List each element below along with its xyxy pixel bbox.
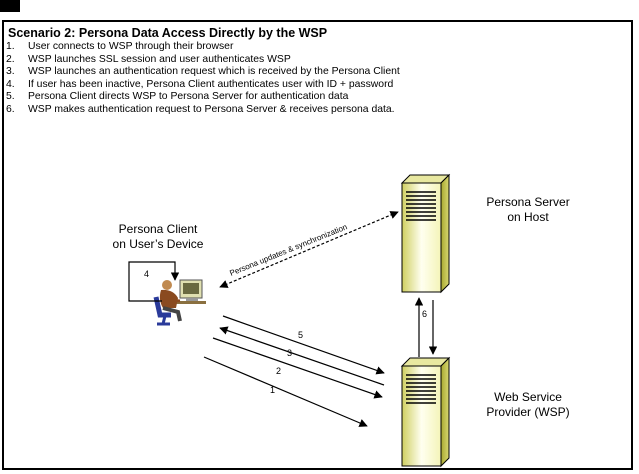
edge-sync — [219, 211, 399, 288]
page-title: Scenario 2: Persona Data Access Directly… — [8, 26, 328, 40]
edge-5 — [222, 315, 385, 375]
steps-list: 1.User connects to WSP through their bro… — [6, 41, 400, 117]
list-item: 3.WSP launches an authentication request… — [6, 66, 400, 78]
wsp-label: Web Service Provider (WSP) — [486, 390, 570, 419]
edge-5-label: 5 — [298, 330, 303, 340]
edge-3-label: 3 — [287, 348, 292, 358]
edge-6-label: 6 — [422, 309, 427, 319]
edge-4-label: 4 — [144, 269, 149, 279]
edge-1 — [203, 356, 368, 427]
edge-2-label: 2 — [276, 366, 281, 376]
list-item: 4.If user has been inactive, Persona Cli… — [6, 78, 394, 90]
corner-mark — [0, 0, 20, 12]
user-computer-icon — [153, 279, 206, 326]
list-item: 5.Persona Client directs WSP to Persona … — [6, 91, 349, 103]
persona-client-label: Persona Client on User’s Device — [112, 222, 204, 251]
wsp-server-icon — [400, 356, 451, 468]
edge-3 — [219, 326, 385, 386]
edge-2 — [212, 337, 383, 399]
list-item: 2.WSP launches SSL session and user auth… — [6, 53, 291, 65]
list-item: 1.User connects to WSP through their bro… — [6, 41, 234, 52]
edge-1-label: 1 — [270, 385, 275, 395]
edge-sync-label: Persona updates & synchronization — [228, 222, 348, 277]
list-item: 6.WSP makes authentication request to Pe… — [6, 103, 395, 115]
edge-4-loop — [128, 261, 180, 302]
persona-server-icon — [400, 173, 451, 294]
persona-server-label: Persona Server on Host — [486, 195, 570, 224]
